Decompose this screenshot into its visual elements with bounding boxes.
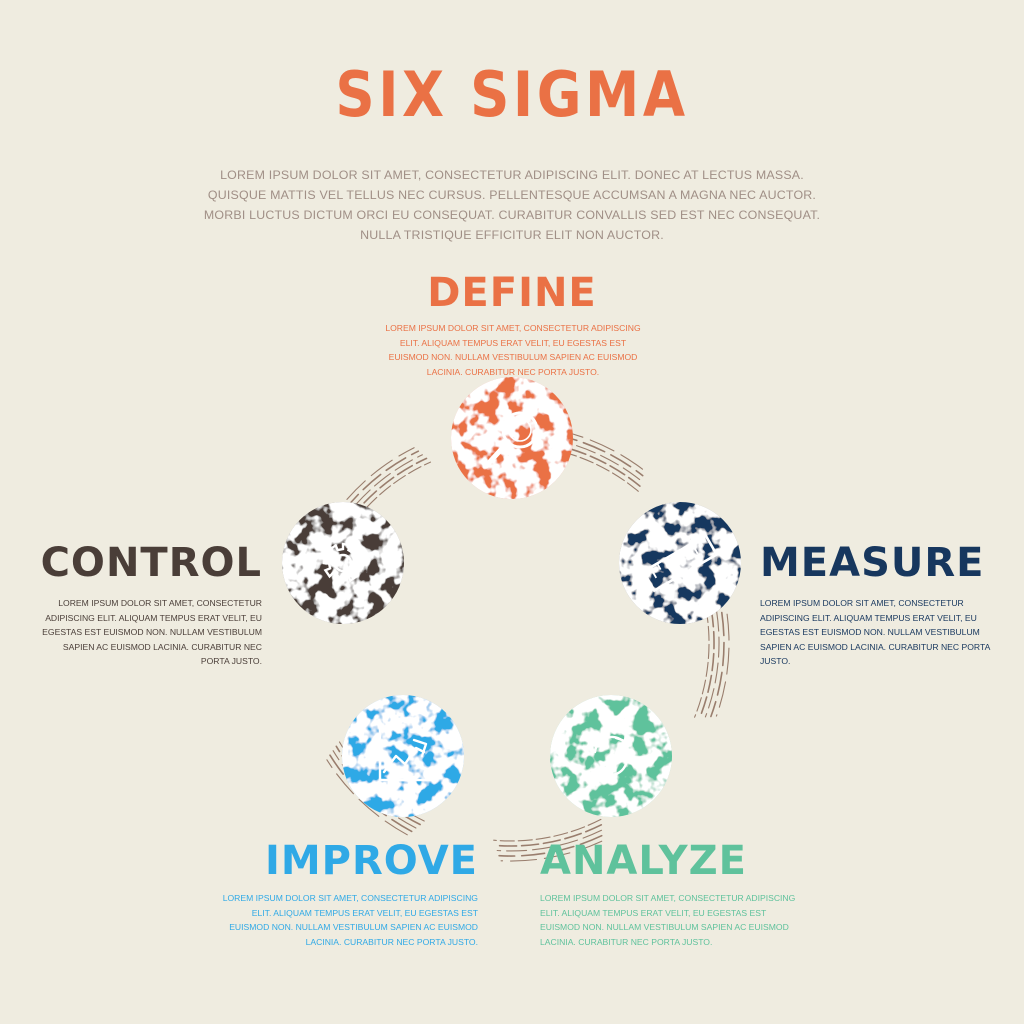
- measure-circle: [619, 502, 741, 624]
- connector-strand: [498, 834, 603, 857]
- connector-strand: [494, 824, 603, 847]
- growth-chart-icon: [378, 728, 432, 782]
- connector-strand: [694, 608, 710, 718]
- improve-heading: IMPROVE: [264, 838, 478, 884]
- improve-text: Lorem ipsum dolor sit amet, consectetur …: [222, 893, 478, 947]
- analyze-circle: [550, 695, 672, 817]
- control-circle: [282, 502, 404, 624]
- magnifier-icon: [483, 411, 539, 469]
- step-circle-analyze: [550, 695, 672, 817]
- connector-strand: [493, 818, 602, 842]
- step-circle-define: [451, 377, 573, 499]
- analyze-heading: ANALYZE: [540, 838, 747, 884]
- step-circle-improve: [342, 695, 464, 817]
- connector-strand: [329, 754, 413, 833]
- connector-strand: [500, 840, 603, 862]
- connector-strand: [710, 611, 725, 718]
- connector-strand: [326, 759, 408, 836]
- define-text: Lorem ipsum dolor sit amet, consectetur …: [385, 323, 641, 377]
- connector-strand: [699, 609, 715, 718]
- measure-text: Lorem ipsum dolor sit amet, consectetur …: [760, 598, 990, 667]
- refresh-cycle-icon: [593, 730, 629, 782]
- improve-circle: [342, 695, 464, 817]
- ruler-icon: [641, 533, 719, 593]
- define-heading: DEFINE: [427, 270, 597, 316]
- connector-strand: [704, 610, 720, 718]
- step-circle-control: [282, 502, 404, 624]
- page-title: SIX SIGMA: [335, 58, 689, 131]
- intro-text: Lorem ipsum dolor sit amet, consectetur …: [203, 168, 821, 242]
- control-heading: CONTROL: [40, 540, 262, 586]
- gear-icon: [322, 542, 364, 584]
- control-text: Lorem ipsum dolor sit amet, consectetur …: [42, 598, 262, 667]
- connector-strand: [496, 829, 603, 852]
- analyze-text: Lorem ipsum dolor sit amet, consectetur …: [540, 893, 796, 947]
- step-circle-measure: [619, 502, 741, 624]
- connector-strand: [715, 613, 730, 717]
- measure-heading: MEASURE: [760, 540, 985, 586]
